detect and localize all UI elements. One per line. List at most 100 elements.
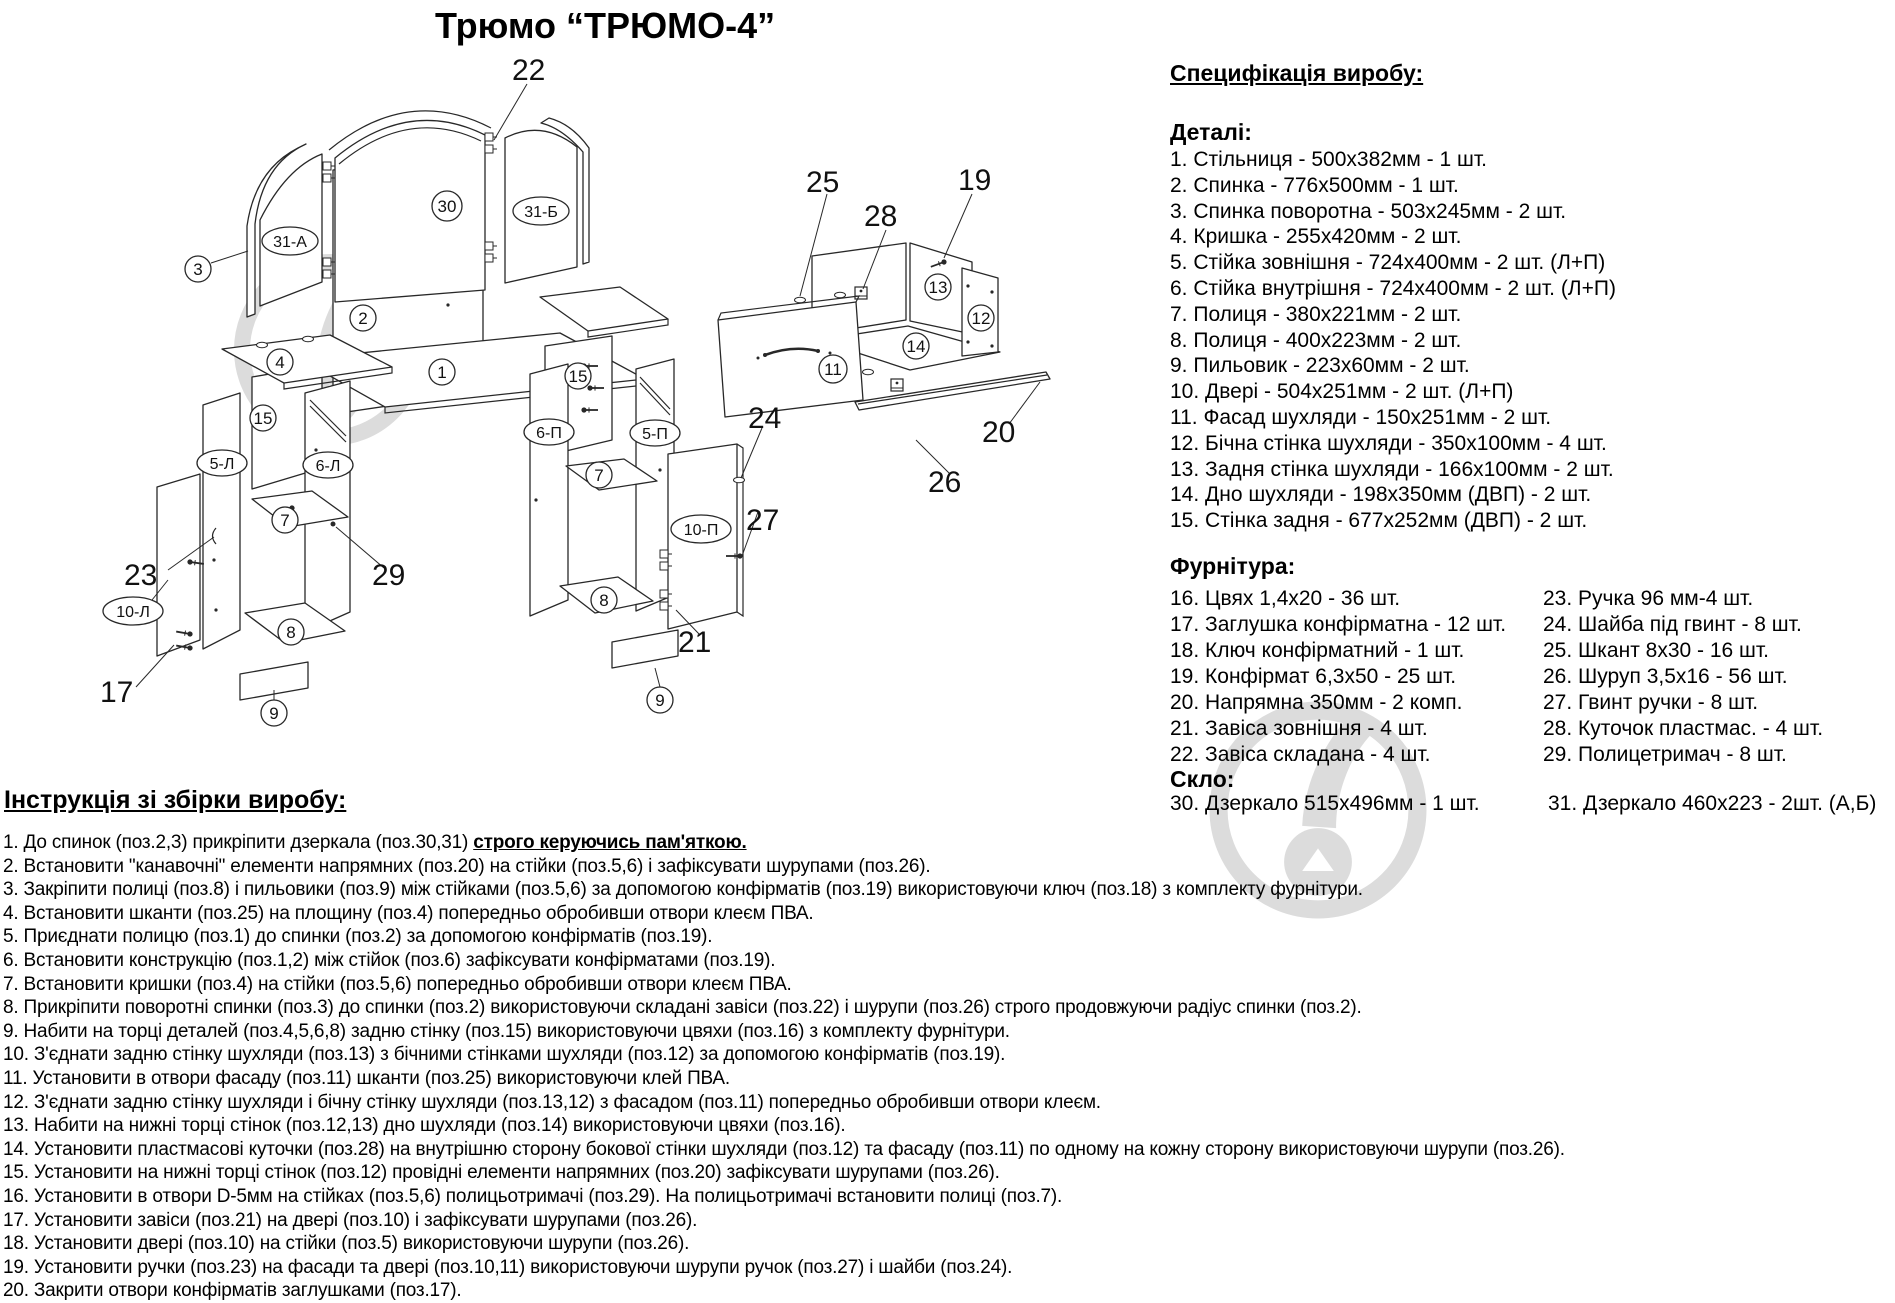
instruction-line: 11. Установити в отвори фасаду (поз.11) … <box>3 1067 730 1089</box>
instruction-text: 1. До спинок (поз.2,3) прикріпити дзерка… <box>3 832 474 853</box>
callout-24: 24 <box>748 402 781 435</box>
part-label-10l: 10-Л <box>102 596 164 626</box>
instruction-line: 10. З'єднати задню стінку шухляди (поз.1… <box>3 1044 1006 1066</box>
spec-item: 5. Стійка зовнішня - 724х400мм - 2 шт. (… <box>1170 251 1606 275</box>
spec-item: 12. Бічна стінка шухляди - 350х100мм - 4… <box>1170 431 1607 455</box>
spec-item: 7. Полиця - 380х221мм - 2 шт. <box>1170 302 1462 326</box>
instruction-line: 14. Установити пластмасові куточки (поз.… <box>3 1138 1565 1160</box>
hardware-item: 25. Шкант 8х30 - 16 шт. <box>1543 639 1770 662</box>
instruction-line: 13. Набити на нижні торці стінок (поз.12… <box>3 1115 846 1137</box>
hardware-item: 24. Шайба під гвинт - 8 шт. <box>1543 613 1802 636</box>
part-label-8l: 8 <box>277 618 305 646</box>
part-label-13: 13 <box>924 273 952 301</box>
part-label-5p: 5-П <box>629 419 681 447</box>
svg-text:11: 11 <box>824 360 842 379</box>
callout-26: 26 <box>928 466 961 499</box>
part-label-31b: 31-Б <box>512 196 570 226</box>
hardware-item: 21. Завіса зовнішня - 4 шт. <box>1170 717 1428 740</box>
hardware-item: 26. Шуруп 3,5х16 - 56 шт. <box>1543 665 1788 688</box>
part-label-9m: 9 <box>646 686 674 714</box>
hardware-item: 27. Гвинт ручки - 8 шт. <box>1543 691 1759 714</box>
spec-item: 14. Дно шухляди - 198х350мм (ДВП) - 2 шт… <box>1170 483 1592 507</box>
spec-item: 11. Фасад шухляди - 150х251мм - 2 шт. <box>1170 405 1552 429</box>
part-label-3: 3 <box>184 255 212 283</box>
part-label-4: 4 <box>266 348 294 376</box>
svg-text:6-Л: 6-Л <box>316 458 341 475</box>
instruction-line: 8. Прикріпити поворотні спинки (поз.3) д… <box>3 997 1362 1019</box>
hardware-item: 23. Ручка 96 мм-4 шт. <box>1543 587 1754 610</box>
part-label-8m: 8 <box>590 586 618 614</box>
part-label-31a: 31-А <box>261 226 319 256</box>
spec-item: 2. Спинка - 776х500мм - 1 шт. <box>1170 173 1459 197</box>
svg-text:15: 15 <box>569 367 588 386</box>
hardware-list-left: 16. Цвях 1,4х20 - 36 шт. 17. Заглушка ко… <box>1170 586 1506 768</box>
hardware-item: 16. Цвях 1,4х20 - 36 шт. <box>1170 587 1401 610</box>
svg-text:9: 9 <box>655 691 664 710</box>
svg-text:31-А: 31-А <box>273 234 307 251</box>
svg-text:7: 7 <box>280 511 289 530</box>
hardware-item: 19. Конфірмат 6,3х50 - 25 шт. <box>1170 665 1457 688</box>
part-label-12: 12 <box>967 304 995 332</box>
instruction-line: 2. Встановити "канавочні" елементи напря… <box>3 855 931 877</box>
hardware-item: 17. Заглушка конфірматна - 12 шт. <box>1170 613 1507 636</box>
glass-item: 30. Дзеркало 515х496мм - 1 шт. <box>1170 792 1480 815</box>
hardware-heading: Фурнітура: <box>1170 553 1296 579</box>
svg-text:5-П: 5-П <box>642 426 668 443</box>
instruction-line: 16. Установити в отвори D-5мм на стійках… <box>3 1185 1063 1207</box>
drawer-assembly <box>717 242 1051 418</box>
instruction-line: 6. Встановити конструкцію (поз.1,2) між … <box>3 949 776 971</box>
hardware-item: 22. Завіса складана - 4 шт. <box>1170 743 1431 766</box>
svg-text:31-Б: 31-Б <box>524 204 558 221</box>
instruction-text-emphasis: строго керуючись пам'яткою. <box>473 832 747 853</box>
svg-text:1: 1 <box>437 363 446 382</box>
svg-text:2: 2 <box>358 309 367 328</box>
part-label-15l: 15 <box>249 404 277 432</box>
instruction-line: 20. Закрити отвори конфірматів заглушкам… <box>3 1280 462 1302</box>
instruction-line: 17. Установити завіси (поз.21) на двері … <box>3 1209 698 1231</box>
callout-17: 17 <box>100 676 133 709</box>
hardware-item: 20. Напрямна 350мм - 2 комп. <box>1170 691 1463 714</box>
svg-text:8: 8 <box>599 591 608 610</box>
hardware-item: 28. Куточок пластмас. - 4 шт. <box>1543 717 1824 740</box>
svg-text:30: 30 <box>438 197 457 216</box>
svg-text:8: 8 <box>286 623 295 642</box>
spec-item: 13. Задня стінка шухляди - 166х100мм - 2… <box>1170 457 1614 481</box>
callout-leaders <box>135 83 1041 700</box>
callout-27: 27 <box>746 504 779 537</box>
instruction-line: 4. Встановити шканти (поз.25) на площину… <box>3 902 814 924</box>
spec-heading: Специфікація виробу: <box>1170 60 1424 86</box>
part-label-30: 30 <box>431 190 463 222</box>
spec-item: 8. Полиця - 400х223мм - 2 шт. <box>1170 328 1462 352</box>
part-label-9l: 9 <box>260 699 288 727</box>
hardware-item: 18. Ключ конфірматний - 1 шт. <box>1170 639 1465 662</box>
part-label-11: 11 <box>818 354 848 384</box>
instruction-line: 9. Набити на торці деталей (поз.4,5,6,8)… <box>3 1020 1010 1042</box>
part-label-6p: 6-П <box>523 418 575 446</box>
instruction-line: 15. Установити на нижні торці стінок (по… <box>3 1162 1000 1184</box>
svg-text:7: 7 <box>594 466 603 485</box>
svg-text:6-П: 6-П <box>536 425 562 442</box>
svg-text:12: 12 <box>972 309 991 328</box>
right-cabinet <box>529 286 745 669</box>
part-label-6l: 6-Л <box>302 451 354 479</box>
callout-29: 29 <box>372 559 405 592</box>
hardware-list-right: 23. Ручка 96 мм-4 шт. 24. Шайба під гвин… <box>1543 586 1823 768</box>
svg-text:14: 14 <box>907 337 926 356</box>
part-label-7m: 7 <box>585 461 613 489</box>
hardware-item: 29. Полицетримач - 8 шт. <box>1543 743 1787 766</box>
svg-text:9: 9 <box>269 704 278 723</box>
svg-text:10-Л: 10-Л <box>116 604 150 621</box>
callout-22: 22 <box>512 54 545 87</box>
part-label-10p: 10-П <box>670 514 732 544</box>
instructions-list: 1. До спинок (поз.2,3) прикріпити дзерка… <box>3 831 1565 1303</box>
part-label-14: 14 <box>902 332 930 360</box>
instruction-line: 5. Приєднати полицю (поз.1) до спинки (п… <box>3 926 713 948</box>
spec-item: 6. Стійка внутрішня - 724х400мм - 2 шт. … <box>1170 276 1616 300</box>
instruction-line: 1. До спинок (поз.2,3) прикріпити дзерка… <box>3 831 1565 855</box>
glass-heading: Скло: <box>1170 766 1235 792</box>
callout-19: 19 <box>958 164 991 197</box>
callout-20: 20 <box>982 416 1015 449</box>
spec-item: 10. Двері - 504х251мм - 2 шт. (Л+П) <box>1170 380 1514 404</box>
